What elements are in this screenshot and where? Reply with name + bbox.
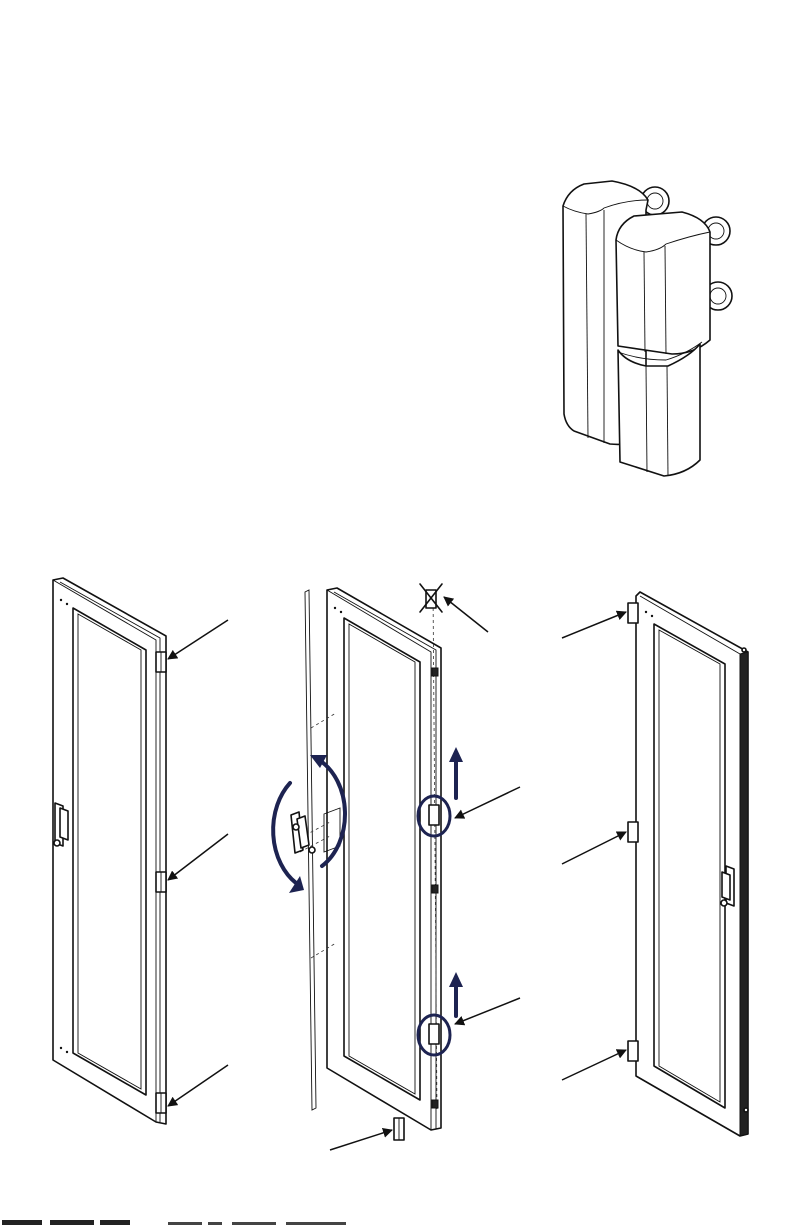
lift-arrow-icon <box>449 972 463 1016</box>
door-left <box>53 578 228 1124</box>
callout-arrow-icon <box>168 620 228 659</box>
door-right-window <box>654 624 725 1108</box>
callout-arrow-icon <box>444 597 488 632</box>
door-right <box>562 592 748 1136</box>
hinge-icon <box>628 1041 638 1061</box>
remove-x-icon <box>420 584 442 612</box>
hinge-detail <box>563 181 732 476</box>
callout-arrow-icon <box>562 612 626 638</box>
hinge-icon <box>394 1118 404 1140</box>
callout-arrow-icon <box>562 832 626 864</box>
callout-arrow-icon <box>455 998 520 1024</box>
callout-arrow-icon <box>168 834 228 880</box>
hinge-icon <box>429 1024 439 1044</box>
hinge-icon <box>156 1093 166 1113</box>
hinge-icon <box>156 652 166 672</box>
door-left-handle <box>54 803 68 846</box>
lift-arrow-icon <box>449 747 463 798</box>
hinge-icon <box>628 603 638 623</box>
door-right-handle <box>721 866 734 906</box>
door-left-window <box>73 608 146 1095</box>
callout-arrow-icon <box>455 787 520 818</box>
callout-arrow-icon <box>168 1065 228 1106</box>
callout-arrow-icon <box>562 1050 626 1080</box>
hinge-right-lower-body <box>618 342 702 476</box>
hinge-right-upper-body <box>616 212 710 354</box>
hinge-icon <box>156 872 166 892</box>
door-middle-window <box>344 618 420 1100</box>
door-middle <box>273 584 520 1150</box>
hinge-icon <box>628 822 638 842</box>
hinge-icon <box>429 805 439 825</box>
cropped-footer-text <box>0 1218 793 1225</box>
callout-arrow-icon <box>330 1130 392 1150</box>
